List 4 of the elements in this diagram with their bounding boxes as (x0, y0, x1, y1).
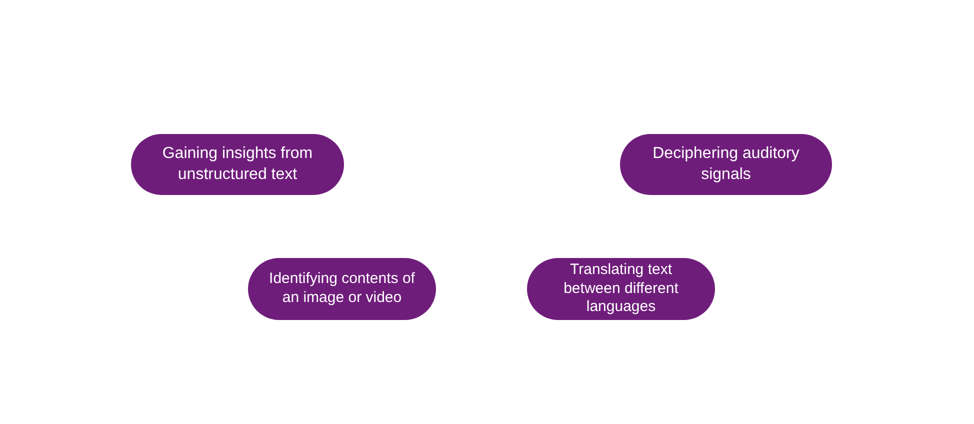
node-text: Translating text between different languages (562, 260, 680, 318)
node-text: Deciphering auditory signals (652, 144, 800, 184)
node-text: Gaining insights from unstructured text (161, 144, 314, 184)
node-text: Identifying contents of an image or video (268, 270, 416, 308)
